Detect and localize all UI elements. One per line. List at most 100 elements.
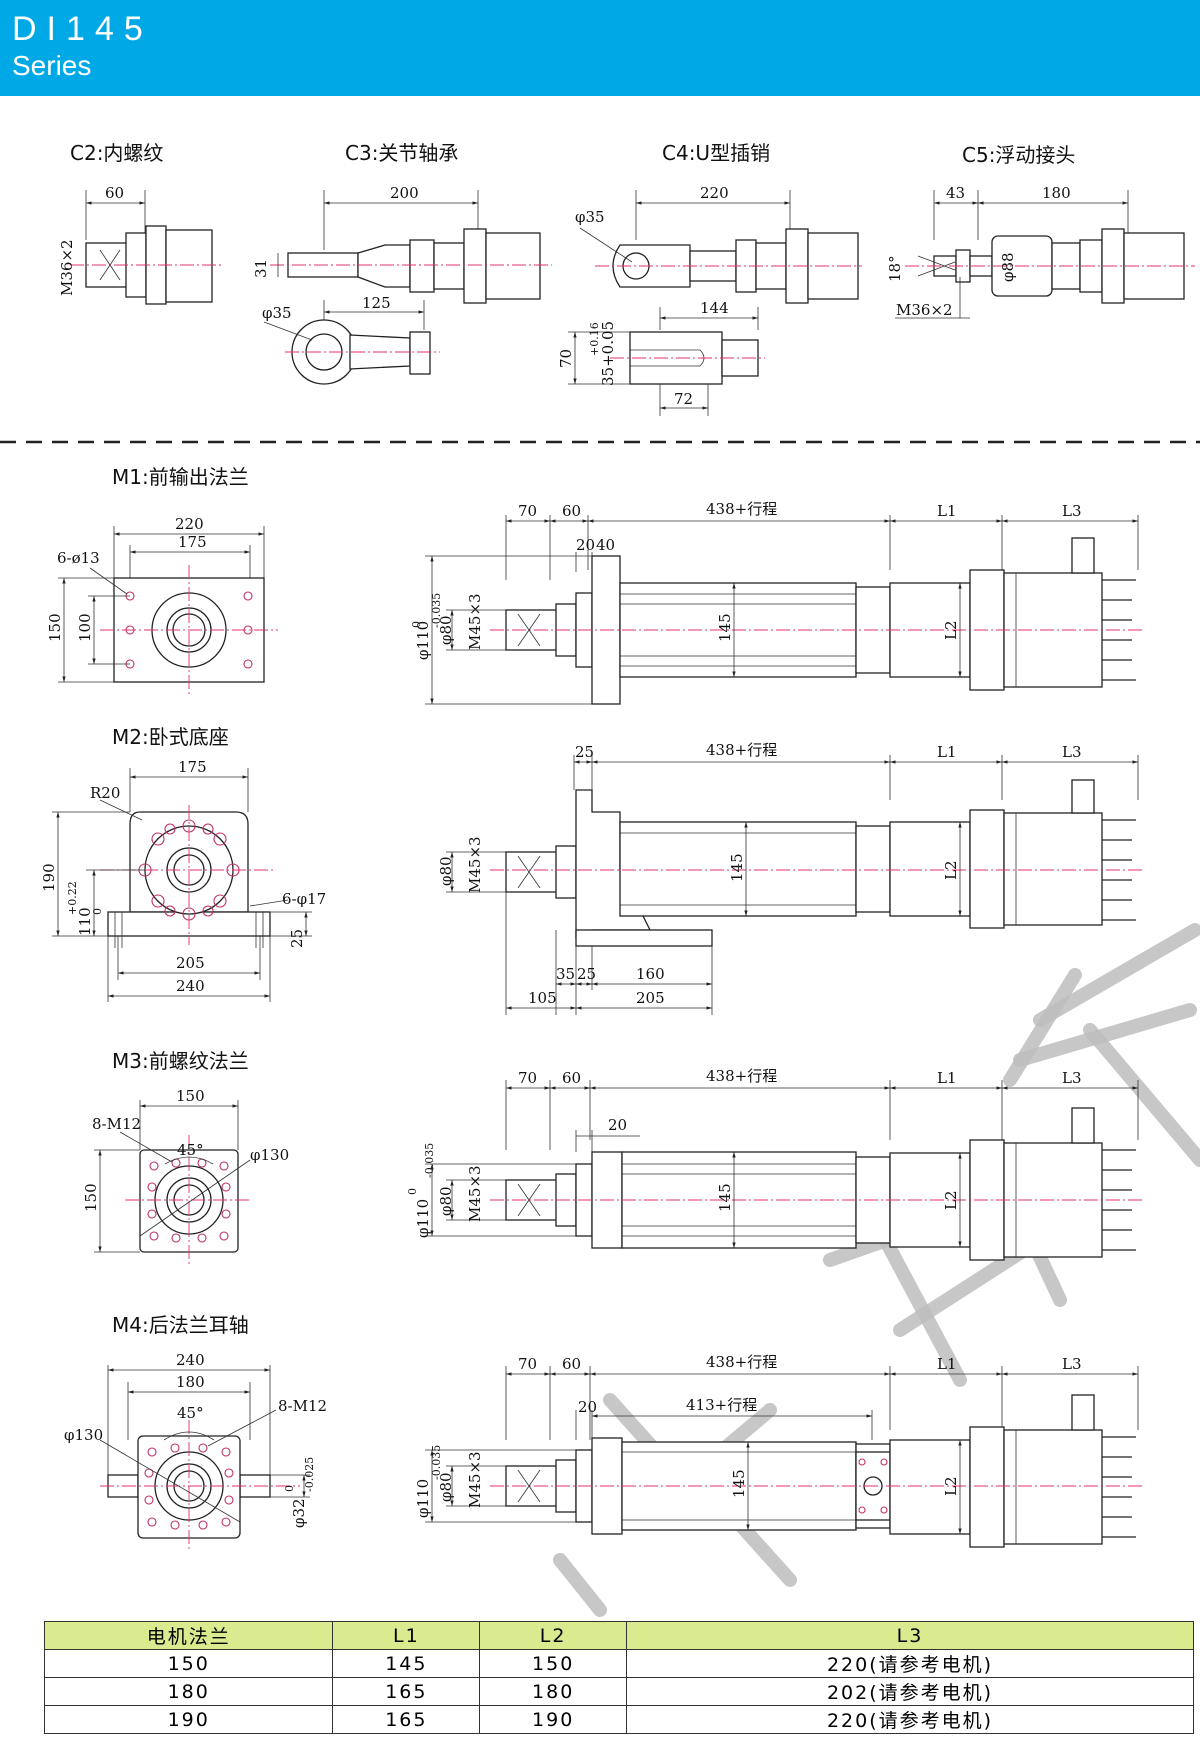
c5-angle: 18° <box>886 255 904 282</box>
c4-slot: 35+0.05 <box>599 321 617 386</box>
m2-dia-b: φ80 <box>437 856 455 886</box>
m4-d20: 20 <box>578 1398 597 1416</box>
m3-thread: M45×3 <box>466 1165 484 1222</box>
m4-dia-a: φ110 <box>414 1479 432 1518</box>
m4-rear-trunnion-drawing: M4:后法兰耳轴 240 180 45° 8-M12 φ130 φ32 0 -0… <box>64 1313 1145 1550</box>
c2-len: 60 <box>105 184 124 202</box>
series-title: Series <box>12 50 92 81</box>
table-header-row: 电机法兰 L1 L2 L3 <box>43 1621 1194 1650</box>
m1-body: 145 <box>716 613 734 642</box>
c4-len: 220 <box>700 184 729 202</box>
m2-l2: L2 <box>942 860 960 880</box>
m4-pin: φ32 <box>290 1498 308 1528</box>
c5-dia: φ88 <box>999 252 1017 282</box>
c5-thread: M36×2 <box>896 301 953 319</box>
m1-dia-a: φ110 <box>414 621 432 660</box>
m3-angle: 45° <box>177 1141 204 1159</box>
m1-front-flange-drawing: M1:前输出法兰 220 175 6-ø13 150 100 70 60 438… <box>46 465 1145 705</box>
table-cell: 165 <box>332 1705 481 1734</box>
m2-center-tol-bot: 0 <box>91 908 104 915</box>
c5-floating-joint-drawing: C5:浮动接头 43 180 18° φ88 M36×2 <box>886 143 1195 319</box>
c3-hole: φ35 <box>262 304 292 322</box>
table-cell: 180 <box>43 1677 334 1706</box>
m4-pin-tol-bot: -0.025 <box>303 1457 316 1492</box>
m1-thread: M45×3 <box>466 593 484 650</box>
m2-d35: 35 <box>556 965 575 983</box>
m2-d25b: 25 <box>577 965 596 983</box>
m1-dia-a-tol-bot: -0.035 <box>430 593 443 628</box>
m4-l1: L1 <box>937 1355 957 1373</box>
c5-len-a: 43 <box>946 184 965 202</box>
m3-title: M3:前螺纹法兰 <box>112 1049 249 1073</box>
table-cell: 150 <box>43 1649 334 1678</box>
m3-w: 150 <box>176 1087 205 1105</box>
m4-pcd: φ130 <box>64 1426 103 1444</box>
m4-d60: 60 <box>562 1355 581 1373</box>
m4-pin-tol-top: 0 <box>283 1485 296 1492</box>
m2-d25: 25 <box>575 743 594 761</box>
table-header-cell: L2 <box>479 1621 628 1650</box>
m3-h: 150 <box>82 1183 100 1212</box>
m2-stroke: 438+行程 <box>706 741 777 759</box>
m2-holes: 6-φ17 <box>282 890 326 908</box>
table-header-cell: 电机法兰 <box>43 1621 334 1650</box>
m1-l1: L1 <box>937 502 957 520</box>
m2-h: 190 <box>40 863 58 892</box>
c3-dia: 31 <box>252 259 270 278</box>
m3-dia-a-tol-top: 0 <box>406 1188 419 1195</box>
dimension-table: 电机法兰 L1 L2 L3 150 145 150 220(请参考电机) 180… <box>43 1621 1194 1734</box>
m2-foot-base-drawing: M2:卧式底座 175 R20 190 +0.22 110 0 6-φ17 25 <box>40 725 1145 1015</box>
m1-h: 150 <box>46 613 64 642</box>
m4-thread: M45×3 <box>466 1451 484 1508</box>
m4-l2: L2 <box>942 1476 960 1496</box>
m4-dia-b: φ80 <box>437 1472 455 1502</box>
m4-d70: 70 <box>518 1355 537 1373</box>
m4-holes: 8-M12 <box>278 1397 327 1415</box>
table-cell: 180 <box>479 1677 628 1706</box>
c4-slot-tol: +0.16 <box>588 322 601 356</box>
c4-hole: φ35 <box>575 208 605 226</box>
m2-l3: L3 <box>1062 743 1082 761</box>
m1-stroke: 438+行程 <box>706 500 777 518</box>
c5-len-b: 180 <box>1042 184 1071 202</box>
m3-l2: L2 <box>942 1190 960 1210</box>
m2-d205: 205 <box>636 989 665 1007</box>
m3-l3: L3 <box>1062 1069 1082 1087</box>
table-cell: 220(请参考电机) <box>626 1705 1194 1734</box>
m2-r: R20 <box>90 784 120 802</box>
m3-dia-a: φ110 <box>414 1199 432 1238</box>
table-cell: 145 <box>332 1649 481 1678</box>
m2-center-tol-top: +0.22 <box>66 881 79 915</box>
m3-d20: 20 <box>608 1116 627 1134</box>
table-header-cell: L3 <box>626 1621 1194 1650</box>
m2-base: 240 <box>176 977 205 995</box>
technical-drawing: C2:内螺纹 60 M36×2 C3:关节轴承 200 31 125 <box>0 141 1200 1617</box>
table-cell: 220(请参考电机) <box>626 1649 1194 1678</box>
m2-title: M2:卧式底座 <box>112 725 229 749</box>
m1-bolt-h: 100 <box>76 613 94 642</box>
m4-l3: L3 <box>1062 1355 1082 1373</box>
m3-d60: 60 <box>562 1069 581 1087</box>
m3-dia-a-tol-bot: -0.035 <box>423 1143 436 1178</box>
table-cell: 190 <box>479 1705 628 1734</box>
m4-angle: 45° <box>177 1404 204 1422</box>
c3-joint-bearing-drawing: C3:关节轴承 200 31 125 φ35 <box>252 141 552 385</box>
m2-bolt: 205 <box>176 954 205 972</box>
m4-stroke: 438+行程 <box>706 1353 777 1371</box>
m4-w2: 180 <box>176 1373 205 1391</box>
m3-dia-b: φ80 <box>437 1186 455 1216</box>
c4-title: C4:U型插销 <box>662 141 770 165</box>
m1-w: 220 <box>175 515 204 533</box>
c3-len2: 125 <box>362 294 391 312</box>
m1-d40: 40 <box>596 536 615 554</box>
m4-stroke2: 413+行程 <box>686 1396 757 1414</box>
table-row: 150 145 150 220(请参考电机) <box>43 1649 1194 1678</box>
m1-l3: L3 <box>1062 502 1082 520</box>
c4-u-pin-drawing: C4:U型插销 220 φ35 144 70 +0.16 35+0.05 72 <box>557 141 862 416</box>
table-cell: 150 <box>479 1649 628 1678</box>
m2-d105: 105 <box>528 989 557 1007</box>
m1-dia-b: φ80 <box>437 615 455 645</box>
m4-body: 145 <box>730 1469 748 1498</box>
table-header-cell: L1 <box>332 1621 481 1650</box>
series-header: DI145 Series <box>0 0 1200 96</box>
